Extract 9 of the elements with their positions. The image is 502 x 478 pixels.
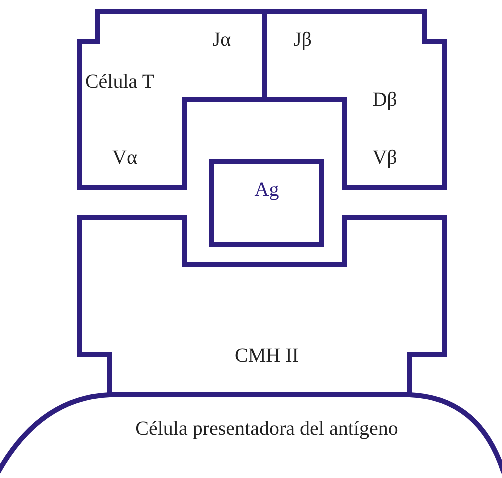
region-label: Célula presentadora del antígeno bbox=[134, 417, 400, 441]
region-label: Dβ bbox=[372, 88, 398, 112]
region-label: CMH II bbox=[234, 344, 300, 368]
region-label: Jα bbox=[212, 28, 232, 52]
region-label: Ag bbox=[254, 178, 280, 202]
region-label: Jβ bbox=[293, 28, 313, 52]
region-label: Vβ bbox=[372, 146, 398, 170]
region-label: Célula T bbox=[84, 70, 156, 94]
region-label: Vα bbox=[112, 146, 138, 170]
